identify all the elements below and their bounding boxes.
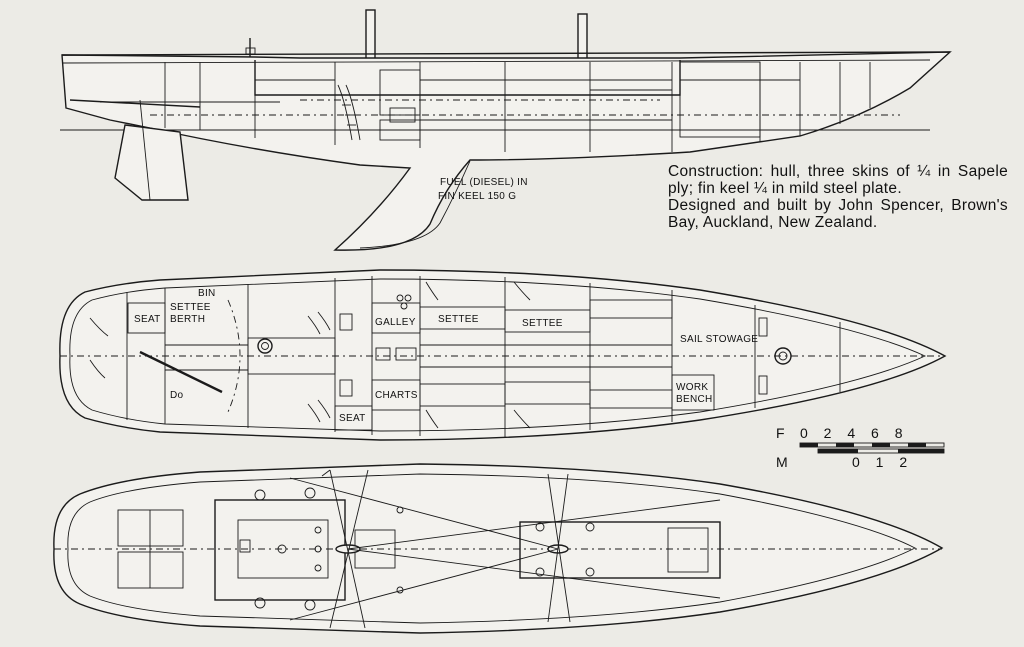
rudder xyxy=(114,124,189,201)
scale-feet-label: F xyxy=(776,425,791,441)
label-sail-stowage: SAIL STOWAGE xyxy=(680,334,758,345)
label-galley: GALLEY xyxy=(375,317,416,328)
hull-plan-outline xyxy=(59,269,947,441)
label-settee-port: SETTEE xyxy=(438,314,479,325)
label-settee-stbd: SETTEE xyxy=(522,318,563,329)
label-seat-aft: SEAT xyxy=(134,314,161,325)
accommodation-plan: SEAT SETTEE BERTH BIN Do GALLEY CHARTS S… xyxy=(59,269,947,441)
profile-view: FUEL (DIESEL) IN FIN KEEL 150 G xyxy=(60,9,952,251)
label-ditto: Do xyxy=(170,390,184,401)
scale-metres-label: M xyxy=(776,454,794,470)
fuel-note-line2: FIN KEEL 150 G xyxy=(438,191,516,202)
caption-construction: Construction: hull, three skins of ¼ in … xyxy=(668,163,1008,197)
hull-deck-outline xyxy=(53,463,944,634)
deck-plan xyxy=(53,463,944,634)
scale-feet-ticks: 0 2 4 6 8 xyxy=(800,425,909,441)
label-settee-berth-line2: BERTH xyxy=(170,314,205,325)
scale-bar: F 0 2 4 6 8 M 0 1 2 xyxy=(776,425,945,470)
label-charts: CHARTS xyxy=(375,390,418,401)
hull-profile xyxy=(61,51,952,251)
scale-bar-metres xyxy=(817,448,945,454)
label-settee-berth-line1: SETTEE xyxy=(170,302,211,313)
fuel-note-line1: FUEL (DIESEL) IN xyxy=(440,177,528,188)
label-work-bench-line1: WORK xyxy=(676,382,708,393)
caption-builder: Designed and built by John Spencer, Brow… xyxy=(668,197,1008,231)
label-bin: BIN xyxy=(198,288,216,299)
label-work-bench-line2: BENCH xyxy=(676,394,713,405)
scale-bar-feet xyxy=(799,442,945,448)
caption-block: Construction: hull, three skins of ¼ in … xyxy=(668,163,1008,231)
scale-metres-ticks: 0 1 2 xyxy=(852,454,913,470)
label-seat-mid: SEAT xyxy=(339,413,366,424)
